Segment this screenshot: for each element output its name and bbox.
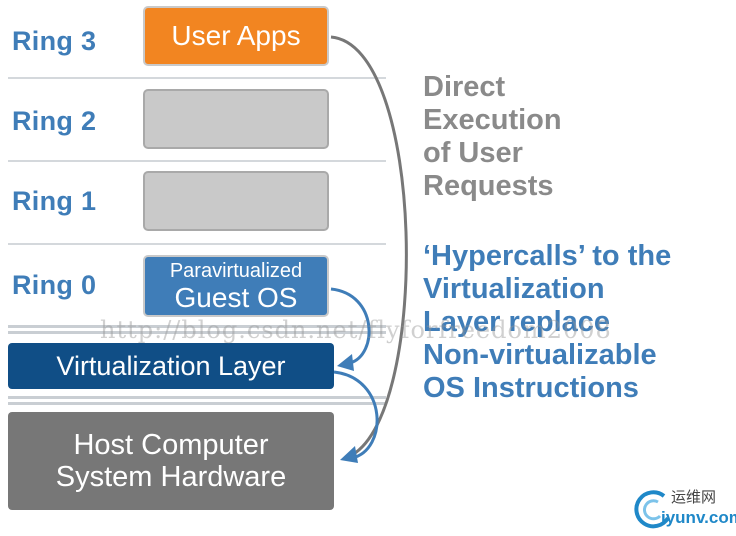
hardware-line1: Host Computer: [73, 428, 269, 461]
user-apps-label: User Apps: [171, 20, 301, 51]
hypercalls-line: Non-virtualizable: [423, 339, 657, 371]
ring-divider: [8, 77, 386, 79]
layer-divider: [8, 325, 386, 328]
direct-execution-line: Direct: [423, 71, 506, 103]
hypercalls-line: Virtualization: [423, 273, 605, 305]
virtualization-layer-label: Virtualization Layer: [56, 350, 286, 381]
ring-2-box: [143, 89, 329, 149]
direct-execution-arrow: [330, 35, 408, 457]
hypercalls-text: ‘Hypercalls’ to the Virtualization Layer…: [423, 240, 671, 405]
guest-os-top-label: Paravirtualized: [169, 259, 303, 282]
direct-execution-line: Execution: [423, 104, 562, 136]
user-apps-box: User Apps: [143, 6, 329, 66]
virtualization-to-hardware-arrow: [333, 370, 379, 460]
hardware-line2: System Hardware: [55, 461, 287, 493]
direct-execution-arrowhead: [340, 446, 358, 463]
layer-divider: [8, 331, 386, 334]
layer-divider: [8, 396, 386, 399]
ring-2-label: Ring 2: [12, 106, 97, 136]
logo-domain-text: iyunv.com: [661, 508, 736, 527]
guest-os-bottom-label: Guest OS: [174, 281, 298, 313]
ring-divider: [8, 160, 386, 162]
hypercalls-line: OS Instructions: [423, 372, 639, 404]
layer-divider: [8, 402, 386, 405]
watermark: http://blog.csdn.net/flyforfreedom2008: [100, 316, 612, 344]
logo-chinese-text: 运维网: [671, 489, 717, 506]
ring-0-label: Ring 0: [12, 270, 97, 300]
direct-execution-line: Requests: [423, 170, 554, 202]
hardware-box: Host Computer System Hardware: [8, 412, 334, 510]
site-logo: 运维网 iyunv.com: [628, 484, 736, 532]
ring-divider: [8, 243, 386, 245]
hypercalls-line: Layer replace: [423, 306, 611, 338]
guest-to-virtualization-arrowhead: [337, 354, 354, 371]
ring-1-box: [143, 171, 329, 231]
guest-to-virtualization-arrow: [330, 287, 371, 365]
hypercalls-line: ‘Hypercalls’ to the: [423, 240, 672, 272]
direct-execution-text: Direct Execution of User Requests: [423, 71, 562, 203]
guest-os-box: Paravirtualized Guest OS: [143, 255, 329, 317]
ring-1-label: Ring 1: [12, 186, 97, 216]
logo-swirl-icon: [634, 490, 670, 529]
virtualization-layer-box: Virtualization Layer: [8, 343, 334, 389]
direct-execution-line: of User: [423, 137, 523, 169]
ring-3-label: Ring 3: [12, 26, 97, 56]
